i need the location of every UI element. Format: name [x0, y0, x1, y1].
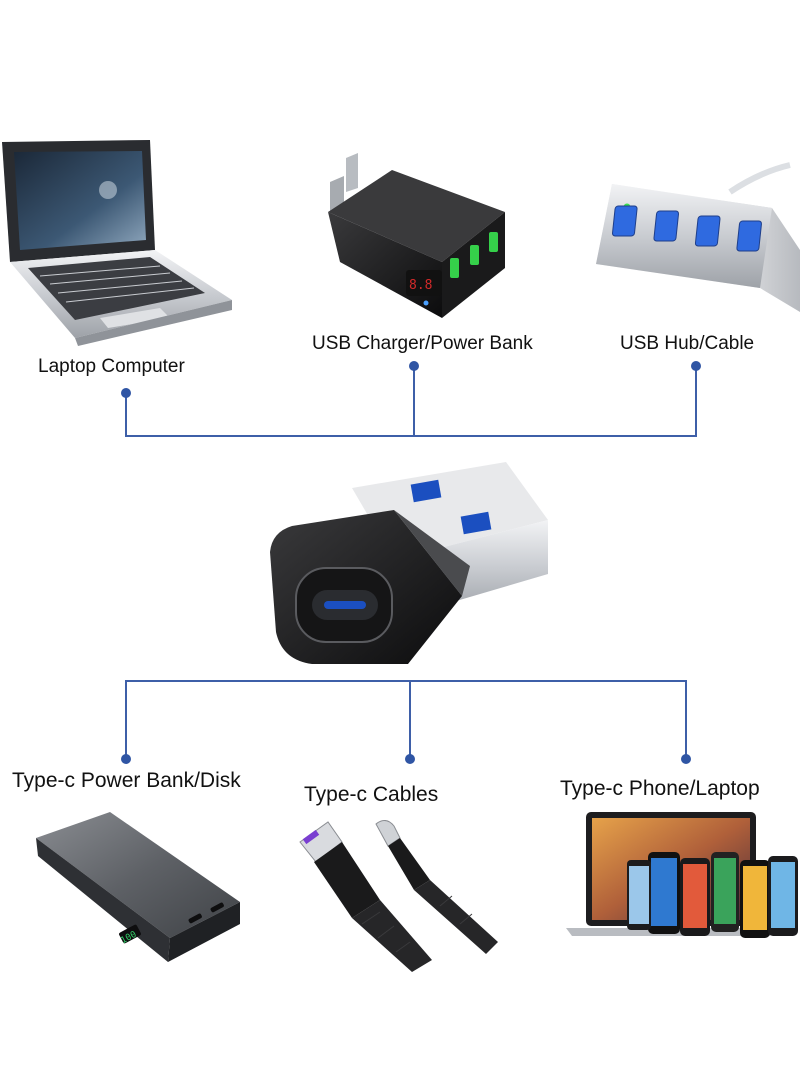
usb-hub-icon — [596, 162, 800, 312]
bottom-connector-dot-phones — [681, 754, 691, 764]
bottom-connector-lines — [125, 680, 687, 759]
bottom-connector-dot-cables — [405, 754, 415, 764]
type-c-phone-laptop-label: Type-c Phone/Laptop — [560, 777, 760, 800]
laptop-computer-label: Laptop Computer — [38, 356, 185, 377]
phones-laptop-icon — [566, 812, 798, 938]
laptop-icon — [2, 140, 232, 346]
type-c-power-bank-disk-label: Type-c Power Bank/Disk — [12, 769, 241, 792]
svg-text:8.8: 8.8 — [409, 278, 432, 293]
top-connector-dot-hub — [691, 361, 701, 371]
usb-a-to-type-c-adapter-icon — [270, 462, 548, 664]
top-connector-dot-laptop — [121, 388, 131, 398]
top-connector-lines — [125, 366, 697, 437]
power-bank-icon: 100 — [36, 812, 240, 962]
usb-charger-power-bank-label: USB Charger/Power Bank — [312, 333, 533, 354]
usb-hub-cable-label: USB Hub/Cable — [620, 333, 755, 354]
bottom-connector-dot-powerbank — [121, 754, 131, 764]
wall-charger-icon: 8.8 — [328, 153, 505, 318]
top-connector-dot-charger — [409, 361, 419, 371]
type-c-cables-label: Type-c Cables — [304, 783, 439, 806]
type-c-cable-icon — [299, 820, 498, 972]
